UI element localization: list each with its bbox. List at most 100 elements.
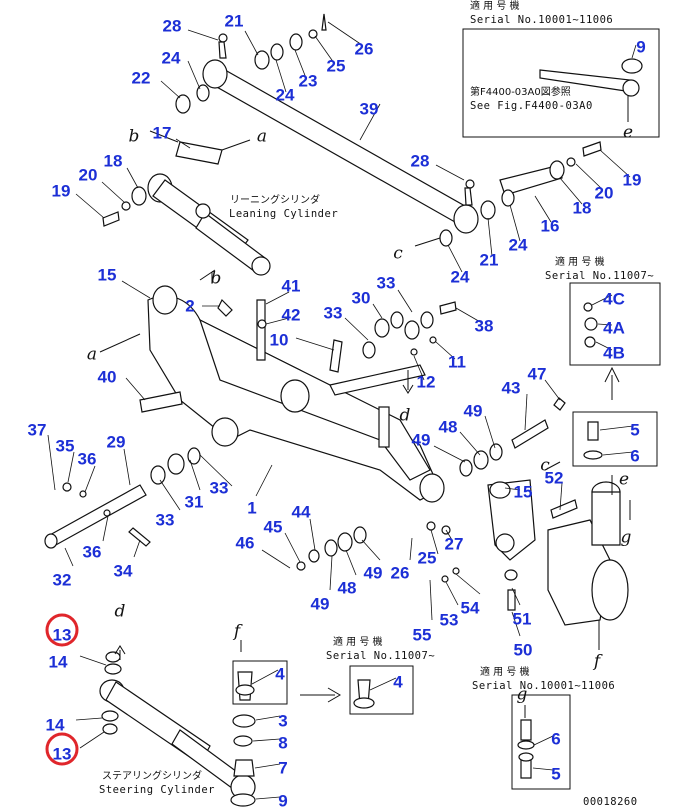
ref-letter-c: c [393, 244, 403, 264]
ref-letter-f: f [232, 622, 243, 642]
callout-50: 50 [514, 640, 533, 659]
callout-37: 37 [28, 420, 47, 439]
callout-30: 30 [352, 288, 371, 307]
leader-lines [47, 21, 637, 800]
callout-18: 18 [104, 151, 123, 170]
callout-35: 35 [56, 436, 75, 455]
right-serial: Serial No.11007~ [545, 270, 654, 282]
callout-38: 38 [475, 316, 494, 335]
callout-53: 53 [440, 610, 459, 629]
callout-43: 43 [502, 378, 521, 397]
steering-cylinder-jp: ステアリングシリンダ [102, 769, 202, 782]
callout-20: 20 [595, 183, 614, 202]
highlight-circle-13-top [45, 613, 79, 647]
callout-24: 24 [162, 48, 181, 67]
bottom-serial: Serial No.10001~11006 [472, 680, 615, 692]
callout-36: 36 [78, 449, 97, 468]
callout-19: 19 [623, 170, 642, 189]
ref-letter-g: g [621, 528, 632, 548]
callout-20: 20 [79, 165, 98, 184]
callout-51: 51 [513, 609, 532, 628]
callout-9: 9 [636, 37, 645, 56]
callout-41: 41 [282, 276, 301, 295]
ref-letter-c: c [540, 456, 550, 476]
callout-3: 3 [278, 711, 287, 730]
drawing-number: 00018260 [583, 796, 638, 808]
callout-49: 49 [311, 594, 330, 613]
callout-8: 8 [278, 733, 287, 752]
callout-9: 9 [278, 791, 287, 809]
callout-55: 55 [413, 625, 432, 644]
ref-letter-e: e [623, 123, 633, 143]
top-serial: Serial No.10001~11006 [470, 14, 613, 26]
ref-letter-d: d [400, 406, 411, 426]
ref-letter-g: g [517, 685, 528, 705]
callout-26: 26 [355, 39, 374, 58]
callout-49: 49 [412, 430, 431, 449]
bottom-serial-jp: 適 用 号 機 [480, 665, 530, 678]
callout-25: 25 [418, 548, 437, 567]
ref-letter-b: b [211, 269, 222, 289]
callout-21: 21 [480, 250, 499, 269]
callout-48: 48 [338, 578, 357, 597]
callout-29: 29 [107, 432, 126, 451]
see-fig: See Fig.F4400-03A0 [470, 100, 593, 112]
callout-45: 45 [264, 517, 283, 536]
leaning-cylinder-jp: リーニングシリンダ [230, 193, 320, 206]
callout-1: 1 [247, 498, 256, 517]
callout-22: 22 [132, 68, 151, 87]
callout-15: 15 [514, 482, 533, 501]
callout-28: 28 [411, 151, 430, 170]
ref-letter-a: a [87, 345, 97, 365]
leaning-cylinder [147, 173, 271, 276]
callout-39: 39 [360, 99, 379, 118]
callout-26: 26 [391, 563, 410, 582]
callout-14: 14 [49, 652, 68, 671]
knuckle [426, 479, 629, 626]
ref-letter-b: b [129, 127, 140, 147]
callout-14: 14 [46, 715, 65, 734]
callout-32: 32 [53, 570, 72, 589]
callout-49: 49 [464, 401, 483, 420]
callout-33: 33 [156, 510, 175, 529]
callout-10: 10 [270, 330, 289, 349]
small-parts [44, 13, 602, 571]
ref-letter-e: e [619, 470, 629, 490]
callout-21: 21 [225, 11, 244, 30]
mid-serial-jp: 適 用 号 機 [333, 635, 383, 648]
callout-4A: 4A [603, 318, 625, 337]
see-fig-jp: 第F4400-03A0図参照 [470, 85, 571, 98]
ref-letter-a: a [257, 127, 267, 147]
callout-2: 2 [185, 296, 194, 315]
callout-24: 24 [451, 267, 470, 286]
inset-box-center-left [232, 660, 288, 705]
callout-19: 19 [52, 181, 71, 200]
callout-7: 7 [278, 758, 287, 777]
callout-4: 4 [393, 672, 403, 691]
callout-52: 52 [545, 468, 564, 487]
callout-40: 40 [98, 367, 117, 386]
callout-44: 44 [292, 502, 311, 521]
highlight-circle-13-bottom [45, 732, 79, 766]
callout-42: 42 [282, 305, 301, 324]
inset-parts [235, 58, 643, 779]
top-serial-jp: 適 用 号 機 [470, 0, 520, 12]
callout-27: 27 [445, 534, 464, 553]
steering-cylinder [99, 651, 256, 807]
callout-4B: 4B [603, 343, 625, 362]
callout-33: 33 [210, 478, 229, 497]
callout-6: 6 [630, 446, 639, 465]
callout-33: 33 [324, 303, 343, 322]
callout-12: 12 [417, 372, 436, 391]
callout-33: 33 [377, 273, 396, 292]
ref-letter-d: d [115, 602, 126, 622]
callout-13: 13 [53, 744, 72, 763]
callout-48: 48 [439, 417, 458, 436]
arrows [99, 95, 631, 718]
callout-18: 18 [573, 198, 592, 217]
inset-box-right [569, 282, 661, 366]
inset-box-bottom-right [511, 694, 571, 790]
